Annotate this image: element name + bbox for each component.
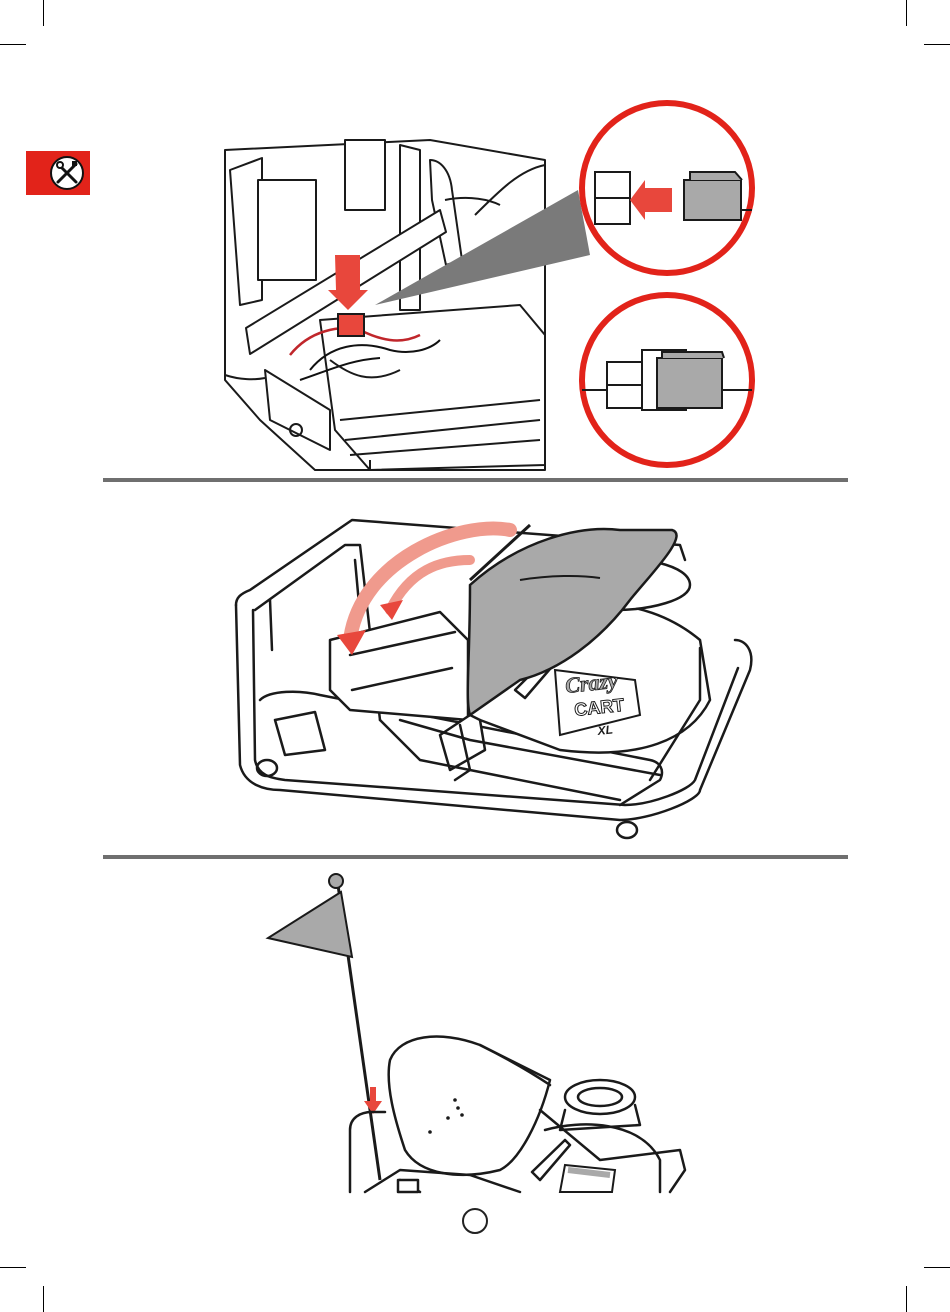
crop-mark bbox=[0, 1267, 26, 1268]
crop-mark bbox=[43, 1286, 44, 1312]
step-2-seat-illustration: Crazy CART XL bbox=[0, 485, 950, 855]
step-1-battery-illustration bbox=[0, 0, 950, 480]
step-divider bbox=[103, 478, 848, 482]
step-divider bbox=[103, 855, 848, 859]
crop-mark bbox=[924, 1267, 950, 1268]
step-3-flag-illustration bbox=[0, 860, 950, 1200]
brand-logo-line3: XL bbox=[596, 722, 614, 738]
crop-mark bbox=[906, 1286, 907, 1312]
page-number-circle bbox=[462, 1208, 488, 1234]
